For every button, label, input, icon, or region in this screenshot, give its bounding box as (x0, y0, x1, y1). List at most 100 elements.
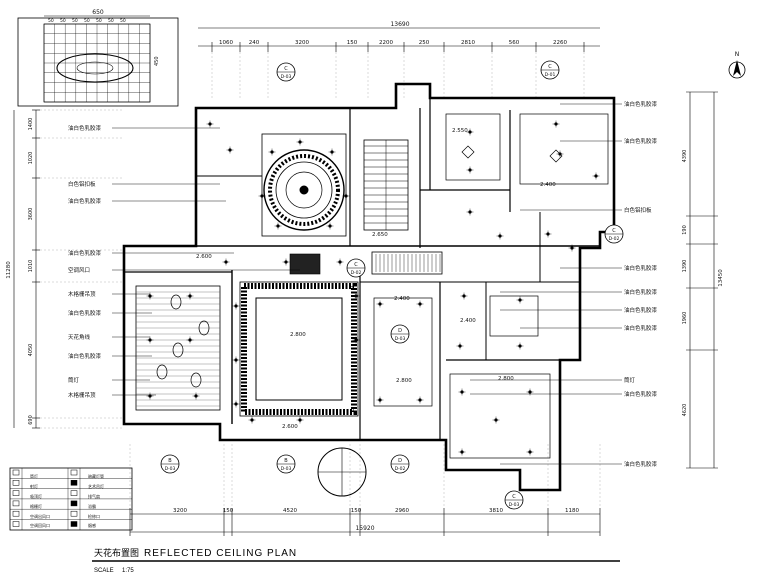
callout-sheet: D-03 (395, 336, 406, 342)
right-dim-ticks (686, 91, 718, 469)
top-seg-dim: 2260 (553, 40, 567, 46)
right-total-dim: 13450 (718, 269, 724, 287)
keyplan-grid (43, 23, 151, 103)
bottom-seg-dim: 2960 (395, 508, 409, 514)
legend-symbol-icon (12, 510, 20, 517)
legend-grid (10, 468, 132, 530)
ceiling-lamp-icon (549, 149, 563, 163)
floor-plan (122, 82, 616, 492)
bottom-seg-dim: 150 (351, 508, 362, 514)
chandelier-icon (299, 185, 309, 195)
ceiling-ring-core (285, 171, 323, 209)
note-label: 油白色乳胶漆 (624, 264, 658, 272)
keyplan-width-label: 650 (92, 9, 104, 16)
callout-sheet: D-01 (545, 72, 556, 78)
north-pointer-icon (733, 60, 741, 76)
ceiling-height: 2.650 (372, 232, 388, 238)
note-label: 油白色乳胶漆 (624, 324, 658, 332)
ceiling-ring-outer (263, 149, 345, 231)
left-seg-dim: 4050 (28, 344, 34, 357)
callout-letter: D (398, 458, 402, 464)
note-label: 油白色乳胶漆 (624, 390, 658, 398)
right-seg-dim: 4390 (682, 150, 688, 163)
callout-letter: C (548, 64, 552, 70)
top-seg-dim: 3200 (295, 40, 309, 46)
legend-symbol: 吸顶灯 (30, 493, 42, 499)
note-label: 油白色乳胶漆 (68, 124, 102, 132)
note-label: 木格栅吊顶 (68, 391, 96, 399)
legend-symbol-icon (70, 480, 78, 486)
title-english: REFLECTED CEILING PLAN (144, 548, 297, 559)
bottom-seg-dim: 150 (223, 508, 234, 514)
legend-symbol-icon (12, 521, 20, 527)
callout-sheet: D-02 (395, 466, 406, 472)
right-seg-dim: 4620 (682, 404, 688, 417)
bottom-seg-dim: 3810 (489, 508, 503, 514)
keyplan-grid-label: 50 (72, 18, 78, 24)
keyplan-height-label: 450 (154, 56, 160, 66)
callout-letter: C (354, 262, 358, 268)
corridor (371, 251, 443, 275)
note-label: 油白色乳胶漆 (624, 460, 658, 468)
callout-sheet: D-02 (351, 270, 362, 276)
ceiling-height: 2.550 (452, 128, 468, 134)
legend-symbol-icon (12, 490, 20, 496)
top-seg-dim: 150 (347, 40, 358, 46)
ceiling-height: 2.600 (196, 254, 212, 260)
pendant-lamp-icon (198, 320, 210, 336)
left-seg-dim: 1010 (28, 260, 34, 273)
bottom-dimensions: 3200 150 4520 150 2960 3810 1180 15920 (129, 444, 601, 536)
top-seg-dim: 240 (249, 40, 260, 46)
top-seg-dim: 250 (419, 40, 430, 46)
ceiling-lamp-icon (461, 145, 475, 159)
legend-symbol-icon (70, 490, 78, 496)
bottom-seg-dim: 3200 (173, 508, 187, 514)
note-label: 空调风口 (68, 266, 90, 274)
north-arrow: N (728, 51, 746, 79)
scale-value: 1:75 (122, 568, 134, 574)
ceiling-height: 2.400 (540, 182, 556, 188)
callout-sheet: D-03 (281, 74, 292, 80)
keyplan-grid-label: 50 (48, 18, 54, 24)
legend-symbol-icon (70, 510, 78, 517)
legend-symbol-icon (12, 469, 20, 476)
stair-treads (364, 140, 408, 230)
left-notes: 油白色乳胶漆 白色铝扣板 油白色乳胶漆 油白色乳胶漆 空调风口 木格栅吊顶 油白… (68, 124, 300, 399)
legend-desc: 艺术吊灯 (88, 483, 104, 489)
north-label: N (735, 51, 740, 58)
note-label: 油白色乳胶漆 (624, 306, 658, 314)
right-notes: 油白色乳胶漆 油白色乳胶漆 白色铝扣板 油白色乳胶漆 油白色乳胶漆 油白色乳胶漆… (470, 100, 658, 468)
ceiling-panel (449, 373, 551, 459)
left-seg-dim: 1020 (28, 152, 34, 165)
ceiling-height: 2.400 (460, 318, 476, 324)
legend-table: 筒灯 暗藏灯管 射灯 艺术吊灯 吸顶灯 排气扇 格栅灯 浴霸 空调出风口 检修口… (9, 467, 133, 531)
callout-letter: B (284, 458, 288, 464)
note-label: 油白色乳胶漆 (68, 249, 102, 257)
note-label: 油白色乳胶漆 (624, 288, 658, 296)
keyplan-grid-label: 50 (108, 18, 114, 24)
keyplan-grid-label: 50 (120, 18, 126, 24)
legend-desc: 排气扇 (88, 493, 100, 499)
ceiling-ring-inner (275, 161, 333, 219)
ceiling-ring-pattern (268, 154, 340, 226)
ceiling-height: 2.800 (290, 332, 306, 338)
bottom-seg-dim: 4520 (283, 508, 297, 514)
square-ceiling-border (241, 283, 357, 415)
top-seg-dim: 2810 (461, 40, 475, 46)
legend-symbol: 射灯 (30, 483, 38, 489)
note-label: 油白色乳胶漆 (624, 137, 658, 145)
dark-block (289, 253, 321, 275)
pendant-lamp-icon (172, 342, 184, 358)
legend-symbol-icon (12, 500, 20, 507)
ceiling-heights: 2.550 2.650 2.400 2.600 2.400 2.800 2.40… (196, 128, 556, 430)
top-seg-dim: 560 (509, 40, 520, 46)
legend-desc: 浴霸 (88, 503, 96, 509)
right-seg-dim: 1390 (682, 260, 688, 273)
top-seg-dim: 1060 (219, 40, 233, 46)
ceiling-height: 2.400 (394, 296, 410, 302)
wood-grille-ceiling (135, 285, 221, 411)
square-ceiling (239, 281, 359, 417)
left-dim-ticks (32, 109, 122, 429)
legend-symbol: 空调回风口 (30, 522, 50, 528)
